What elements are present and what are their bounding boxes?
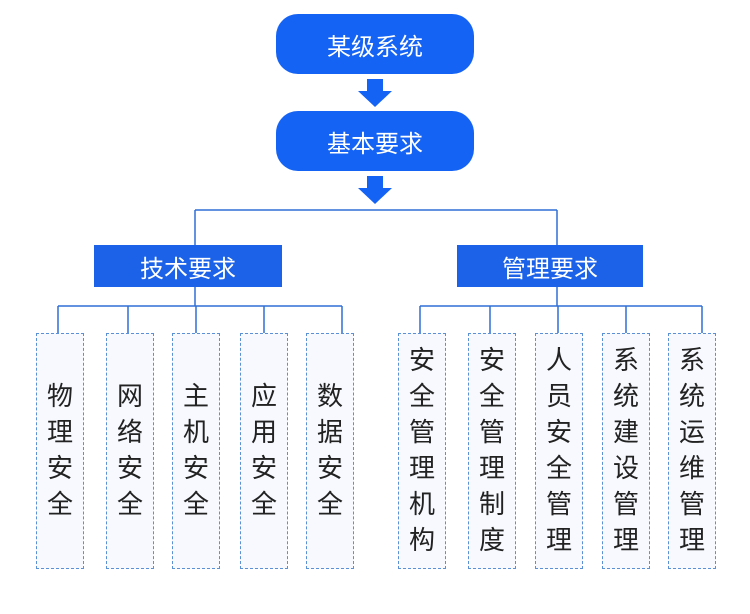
leaf-char: 统 [678, 382, 705, 412]
leaf-char: 管 [612, 490, 639, 520]
leaf-char: 应 [250, 382, 277, 412]
leaf-char: 全 [408, 382, 435, 412]
leaf-char: 全 [478, 382, 505, 412]
leaf-node: 系统建设管理 [602, 333, 650, 569]
leaf-char: 安 [182, 454, 209, 484]
leaf-char: 安 [316, 454, 343, 484]
leaf-char: 员 [545, 382, 572, 412]
leaf-char: 安 [250, 454, 277, 484]
leaf-node: 人员安全管理 [535, 333, 583, 569]
arrow-down-icon [358, 176, 392, 204]
leaf-node: 系统运维管理 [668, 333, 716, 569]
leaf-char: 全 [316, 490, 343, 520]
leaf-node: 主机安全 [172, 333, 220, 569]
leaf-char: 管 [478, 418, 505, 448]
leaf-char: 维 [678, 454, 705, 484]
leaf-node: 数据安全 [306, 333, 354, 569]
leaf-node: 安全管理制度 [468, 333, 516, 569]
leaf-char: 网 [116, 382, 143, 412]
leaf-char: 据 [316, 418, 343, 448]
branch-technical: 技术要求 [94, 245, 282, 287]
leaf-char: 安 [408, 346, 435, 376]
leaf-char: 人 [545, 346, 572, 376]
leaf-char: 安 [545, 418, 572, 448]
leaf-char: 建 [612, 418, 639, 448]
leaf-char: 机 [182, 418, 209, 448]
leaf-char: 全 [545, 454, 572, 484]
leaf-char: 安 [478, 346, 505, 376]
leaf-node: 应用安全 [240, 333, 288, 569]
leaf-char: 数 [316, 382, 343, 412]
leaf-node: 物理安全 [36, 333, 84, 569]
top-node: 某级系统 [276, 14, 474, 74]
leaf-char: 安 [116, 454, 143, 484]
leaf-char: 统 [612, 382, 639, 412]
leaf-char: 全 [182, 490, 209, 520]
leaf-char: 系 [678, 346, 705, 376]
leaf-char: 制 [478, 490, 505, 520]
leaf-node: 安全管理机构 [398, 333, 446, 569]
leaf-char: 管 [408, 418, 435, 448]
leaf-char: 络 [116, 418, 143, 448]
leaf-char: 理 [678, 526, 705, 556]
leaf-char: 理 [478, 454, 505, 484]
leaf-char: 理 [46, 418, 73, 448]
leaf-char: 全 [250, 490, 277, 520]
leaf-char: 机 [408, 490, 435, 520]
leaf-char: 用 [250, 418, 277, 448]
leaf-char: 安 [46, 454, 73, 484]
leaf-char: 全 [116, 490, 143, 520]
leaf-char: 度 [478, 526, 505, 556]
leaf-char: 设 [612, 454, 639, 484]
leaf-char: 理 [408, 454, 435, 484]
leaf-char: 主 [182, 382, 209, 412]
leaf-char: 系 [612, 346, 639, 376]
branch-management: 管理要求 [457, 245, 643, 287]
leaf-node: 网络安全 [106, 333, 154, 569]
leaf-char: 管 [678, 490, 705, 520]
leaf-char: 理 [545, 526, 572, 556]
middle-node: 基本要求 [276, 111, 474, 171]
leaf-char: 物 [46, 382, 73, 412]
leaf-char: 全 [46, 490, 73, 520]
leaf-char: 运 [678, 418, 705, 448]
leaf-char: 管 [545, 490, 572, 520]
leaf-char: 构 [408, 526, 435, 556]
arrow-down-icon [358, 79, 392, 107]
leaf-char: 理 [612, 526, 639, 556]
